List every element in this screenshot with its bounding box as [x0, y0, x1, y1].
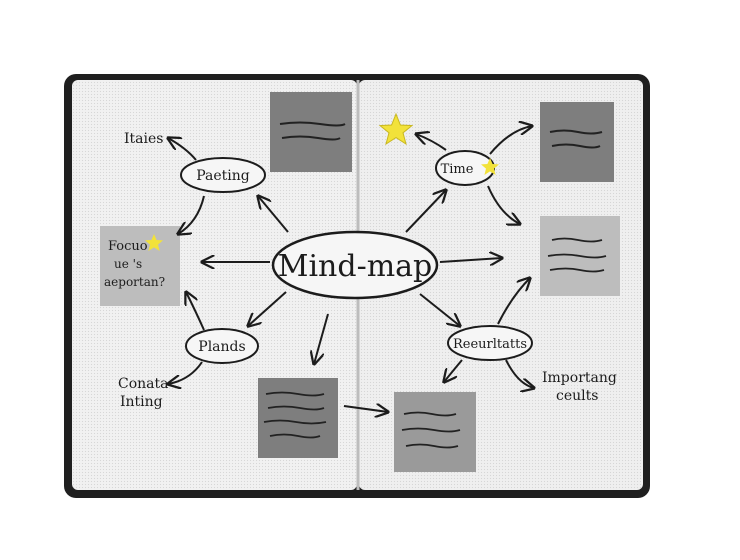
central-node-label: Mind-map	[278, 249, 433, 284]
node-paeting	[180, 157, 266, 193]
node-plands	[185, 328, 259, 364]
node-paeting-label: Paeting	[196, 168, 250, 184]
sticky-note-top-right	[540, 102, 614, 182]
sticky-note-line: Focuo	[108, 239, 148, 254]
label-itaies: Itaies	[124, 131, 163, 147]
node-time-label: Time	[441, 162, 474, 177]
mind-map-arrows	[168, 126, 534, 412]
label-importang: Importang	[542, 370, 617, 386]
sticky-note-left-focus: Focuo ue 's aeportan?	[100, 226, 180, 306]
sticky-note-top-left	[270, 92, 352, 172]
label-inting: Inting	[120, 394, 163, 410]
star-icon	[145, 234, 163, 251]
node-reeurltatts-label: Reeurltatts	[453, 337, 527, 352]
sticky-note-bottom-left	[258, 378, 338, 458]
sticky-note-right-middle	[540, 216, 620, 296]
sticky-note-line: aeportan?	[104, 275, 165, 289]
sticky-note-line: ue 's	[114, 257, 142, 271]
label-conata: Conata	[118, 376, 168, 392]
central-node	[271, 230, 439, 300]
star-icon	[378, 112, 414, 146]
node-reeurltatts	[447, 325, 533, 361]
label-ceults: ceults	[556, 388, 598, 404]
star-icon	[481, 158, 499, 175]
sticky-note-bottom-center	[394, 392, 476, 472]
node-plands-label: Plands	[198, 339, 245, 355]
